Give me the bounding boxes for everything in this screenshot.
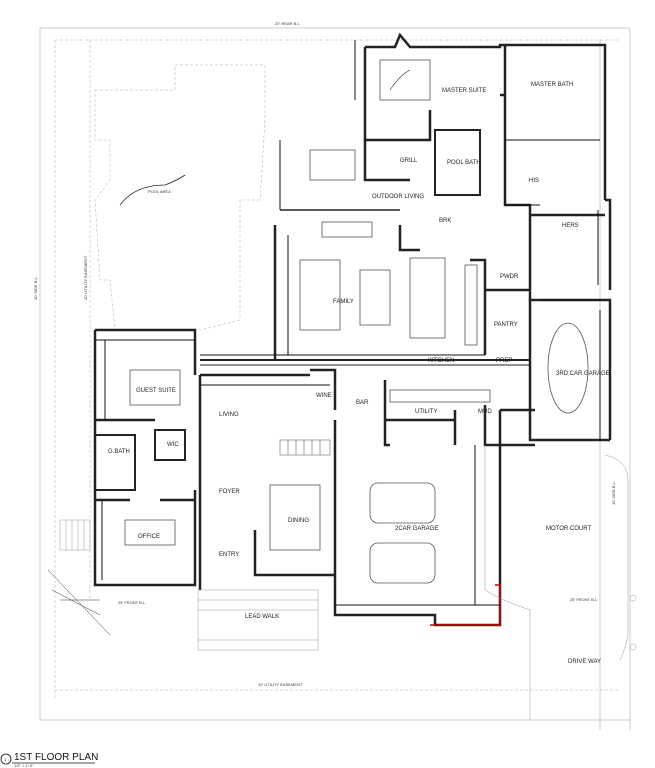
- room-his: HIS: [529, 178, 539, 184]
- room-dining: DINING: [288, 518, 309, 524]
- room-master-suite: MASTER SUITE: [442, 88, 486, 94]
- plan-scale: 1/4" = 1'-0": [14, 763, 34, 768]
- front-setback-left-label: 25' FRONT B.L.: [118, 600, 146, 605]
- room-entry: ENTRY: [219, 552, 239, 558]
- room-prep: PREP: [496, 358, 512, 364]
- pool-arrow: [119, 174, 186, 206]
- room-pwdr: PWDR: [500, 274, 519, 280]
- sheet-marker: 1: [4, 757, 7, 762]
- room-bar: BAR: [356, 400, 369, 406]
- room-guest-suite: GUEST SUITE: [136, 388, 176, 394]
- room-lead-walk: LEAD WALK: [245, 614, 279, 620]
- room-wine: WINE: [316, 393, 332, 399]
- room-utility: UTILITY: [415, 409, 437, 415]
- stairs: [279, 439, 331, 456]
- side-setback-right-label: 10' SIDE B.L.: [611, 481, 616, 505]
- plan-title: 1ST FLOOR PLAN: [14, 752, 98, 763]
- dimension-lines: [95, 40, 601, 606]
- room-2car-garage: 2CAR GARAGE: [395, 526, 438, 532]
- room-foyer: FOYER: [219, 489, 240, 495]
- room-kitchen: KITCHEN: [428, 358, 454, 364]
- room-mud: MUD: [478, 409, 492, 415]
- room-motor-court: MOTOR COURT: [546, 526, 591, 532]
- room-hers: HERS: [562, 223, 579, 229]
- room-pool-bath: POOL BATH: [447, 160, 481, 166]
- room-wic: WIC: [167, 442, 179, 448]
- lead-walk-area: [197, 589, 319, 651]
- room-family: FAMILY: [333, 299, 354, 305]
- pool-area-outline: [94, 64, 266, 331]
- sheet-marker-circle: [0, 753, 12, 765]
- drive-way-lines: [484, 445, 637, 720]
- room-3rd-car-garage: 3RD CAR GARAGE: [556, 371, 610, 377]
- front-setback-right-label: 25' FRONT B.L.: [570, 597, 598, 602]
- side-setback-left-label: 10' SIDE B.L.: [33, 276, 38, 300]
- utility-easement-bottom-label: 10' UTILITY EASEMENT: [258, 682, 303, 687]
- room-outdoor-living: OUTDOOR LIVING: [372, 194, 424, 200]
- room-drive-way: DRIVE WAY: [568, 659, 601, 665]
- rear-setback-label: 20' REAR B.L.: [275, 21, 301, 26]
- property-lines: [39, 27, 631, 730]
- room-master-bath: MASTER BATH: [531, 82, 573, 88]
- room-g-bath: G.BATH: [108, 449, 130, 455]
- room-pantry: PANTRY: [494, 322, 518, 328]
- room-grill: GRILL: [400, 158, 418, 164]
- master-arrow: [389, 69, 411, 91]
- room-living: LIVING: [219, 412, 239, 418]
- house-walls: [93, 32, 612, 627]
- entry-steps: [47, 519, 111, 636]
- room-brk: BRK: [439, 218, 451, 224]
- furniture: [124, 59, 589, 584]
- room-pool-area: POOL AREA: [148, 189, 171, 194]
- room-labels: MASTER SUITE MASTER BATH GRILL POOL BATH…: [108, 82, 610, 665]
- utility-easement-side-label: 10' UTILITY EASEMENT: [83, 255, 88, 300]
- room-office: OFFICE: [138, 534, 160, 540]
